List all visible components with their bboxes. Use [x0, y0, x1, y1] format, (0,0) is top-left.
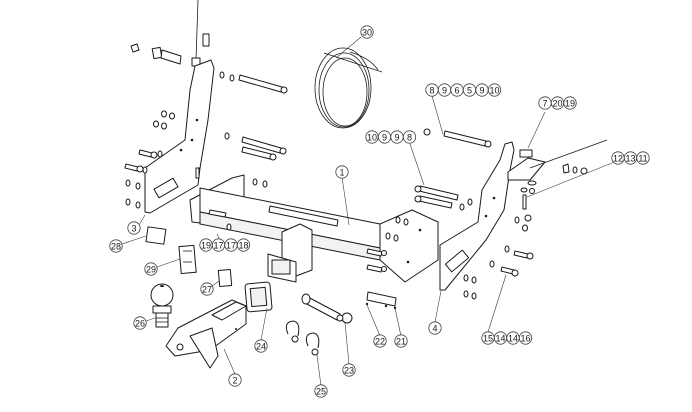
callout-right-side-bracket: 4 [428, 321, 442, 335]
callout-number: 1 [339, 168, 344, 178]
spacer-tube-top [130, 43, 182, 65]
callout-bubble [133, 316, 147, 330]
callout-plate-bracket: 21 [394, 334, 408, 348]
callout-small-label: 27 [200, 282, 214, 296]
label-plate [145, 226, 167, 245]
callout-bubble [335, 165, 349, 179]
callout-plate-rivets: 22 [373, 334, 387, 348]
callout-wiring-harness-coil: 30 [360, 25, 374, 39]
instruction-label [178, 244, 197, 275]
callout-number: 8 [429, 86, 434, 96]
callout-bubble [636, 151, 650, 165]
tow-ball [150, 283, 174, 328]
callout-bubble [487, 83, 502, 97]
callout-number: 10 [367, 133, 377, 143]
wire-connector [202, 33, 210, 47]
callout-number: 15 [483, 334, 493, 344]
callout-bubble [127, 221, 141, 235]
callout-bubble [109, 239, 123, 253]
callout-bubble [254, 339, 268, 353]
left-bracket-hardware [124, 71, 288, 209]
callout-number: 9 [442, 86, 447, 96]
callout-bubble [314, 384, 328, 398]
callout-number: 8 [407, 133, 412, 143]
callout-bubble [563, 96, 577, 110]
callout-number: 10 [489, 86, 499, 96]
callout-number: 30 [362, 28, 372, 38]
callout-instruction-label: 29 [144, 262, 158, 276]
callout-number: 4 [432, 324, 437, 334]
callout-number: 22 [375, 337, 385, 347]
callout-number: 7 [542, 99, 547, 109]
callout-number: 25 [316, 387, 326, 397]
callout-bubble [394, 334, 408, 348]
callout-number: 27 [202, 285, 212, 295]
callout-bubble [518, 331, 533, 345]
callout-number: 23 [344, 366, 354, 376]
callout-bubble [200, 282, 214, 296]
wiring-harness-coil [314, 47, 383, 129]
callout-bubble [428, 321, 442, 335]
callout-number: 16 [520, 334, 530, 344]
callout-number: 13 [625, 154, 635, 164]
callout-tow-ball: 26 [133, 316, 147, 330]
callout-number: 9 [382, 133, 387, 143]
callout-number: 28 [111, 242, 121, 252]
callout-number: 14 [495, 334, 505, 344]
callout-left-side-bracket: 3 [127, 221, 141, 235]
d-ring-shackles [285, 320, 320, 356]
callout-number: 3 [131, 224, 136, 234]
callout-number: 2 [232, 376, 237, 386]
callout-number: 29 [146, 265, 156, 275]
callout-number: 19 [201, 241, 211, 251]
callout-bubble [342, 363, 356, 377]
callout-bubble [373, 334, 387, 348]
callout-bubble [236, 238, 251, 252]
small-label [217, 269, 233, 287]
callout-ball-mount-drawbar: 2 [228, 373, 242, 387]
callout-number: 5 [467, 86, 472, 96]
callout-number: 19 [565, 99, 575, 109]
hitch-pin-with-clip [301, 293, 353, 324]
ball-mount-drawbar [165, 299, 247, 369]
callout-bubble [402, 130, 417, 144]
main-receiver-crossbar [189, 174, 439, 283]
callout-number: 17 [213, 241, 223, 251]
callout-bubble [360, 25, 374, 39]
callout-number: 21 [396, 337, 406, 347]
callout-number: 26 [135, 319, 145, 329]
callout-number: 20 [552, 99, 562, 109]
callout-number: 18 [238, 241, 248, 251]
callout-bubble [144, 262, 158, 276]
callout-number: 9 [394, 133, 399, 143]
callout-number: 17 [226, 241, 236, 251]
callout-number: 14 [508, 334, 518, 344]
callout-number: 11 [638, 154, 647, 164]
callout-number: 6 [454, 86, 459, 96]
callout-receiver-cover: 24 [254, 339, 268, 353]
callout-number: 24 [256, 342, 266, 352]
callout-bubble [228, 373, 242, 387]
callout-d-ring-shackles: 25 [314, 384, 328, 398]
callout-number: 9 [479, 86, 484, 96]
antenna-wire [195, 0, 199, 61]
callout-main-receiver-crossbar: 1 [335, 165, 349, 179]
plate-bracket [365, 291, 397, 310]
right-bracket-hardware [414, 128, 608, 300]
right-side-bracket [439, 141, 515, 291]
callout-label-plate: 28 [109, 239, 123, 253]
callout-hitch-pin-with-clip: 23 [342, 363, 356, 377]
callout-number: 12 [613, 154, 623, 164]
receiver-cover [244, 281, 273, 313]
